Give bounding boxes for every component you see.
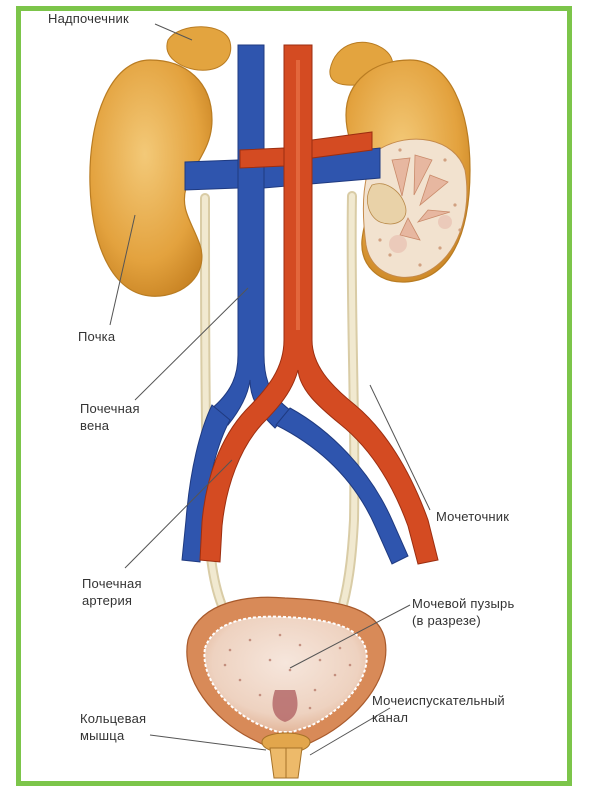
- label-kidney: Почка: [78, 328, 115, 345]
- label-bladder: Мочевой пузырь (в разрезе): [412, 595, 514, 629]
- label-renal-artery-line1: Почечная: [82, 575, 142, 592]
- label-renal-artery: Почечная артерия: [82, 575, 142, 609]
- label-urethra: Мочеиспускательный канал: [372, 692, 505, 726]
- renal-vein-left: [185, 160, 238, 190]
- label-ureter: Мочеточник: [436, 508, 509, 525]
- label-bladder-line2: (в разрезе): [412, 612, 514, 629]
- label-renal-vein-line2: вена: [80, 417, 140, 434]
- urinary-bladder: [187, 597, 386, 748]
- label-urethra-line1: Мочеиспускательный: [372, 692, 505, 709]
- label-adrenal: Надпочечник: [48, 10, 129, 27]
- urethra: [262, 733, 310, 778]
- label-sphincter-line1: Кольцевая: [80, 710, 146, 727]
- renal-artery-left: [240, 148, 284, 168]
- right-iliac-vein: [276, 408, 408, 564]
- label-bladder-line1: Мочевой пузырь: [412, 595, 514, 612]
- label-renal-vein: Почечная вена: [80, 400, 140, 434]
- label-sphincter: Кольцевая мышца: [80, 710, 146, 744]
- label-sphincter-line2: мышца: [80, 727, 146, 744]
- label-renal-artery-line2: артерия: [82, 592, 142, 609]
- label-renal-vein-line1: Почечная: [80, 400, 140, 417]
- label-urethra-line2: канал: [372, 709, 505, 726]
